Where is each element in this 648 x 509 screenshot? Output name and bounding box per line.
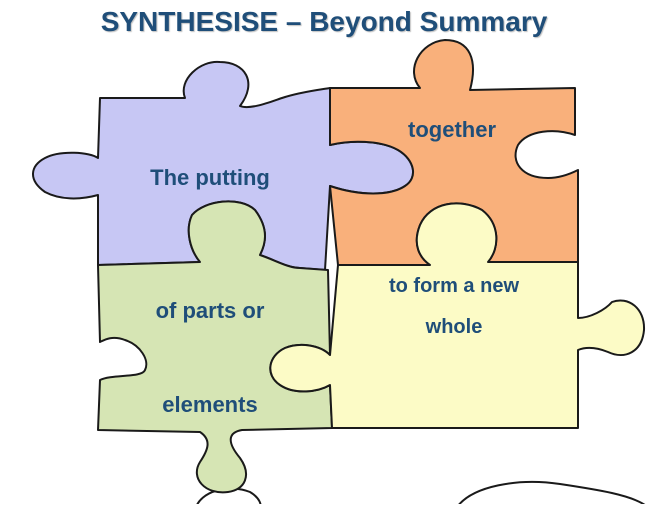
piece-text-bottom-right-line2: whole — [425, 316, 483, 338]
partial-outline-right — [454, 481, 646, 509]
piece-text-bottom-right-line1: to form a new — [389, 275, 519, 297]
piece-text-bottom-left-line1: of parts or — [156, 298, 265, 323]
piece-text-top-left: The putting — [150, 165, 270, 190]
puzzle-piece-bottom-right — [269, 202, 646, 429]
piece-text-bottom-left-line2: elements — [162, 392, 257, 417]
page-title: SYNTHESISE – Beyond Summary — [100, 6, 548, 37]
piece-text-top-right: together — [408, 117, 496, 142]
